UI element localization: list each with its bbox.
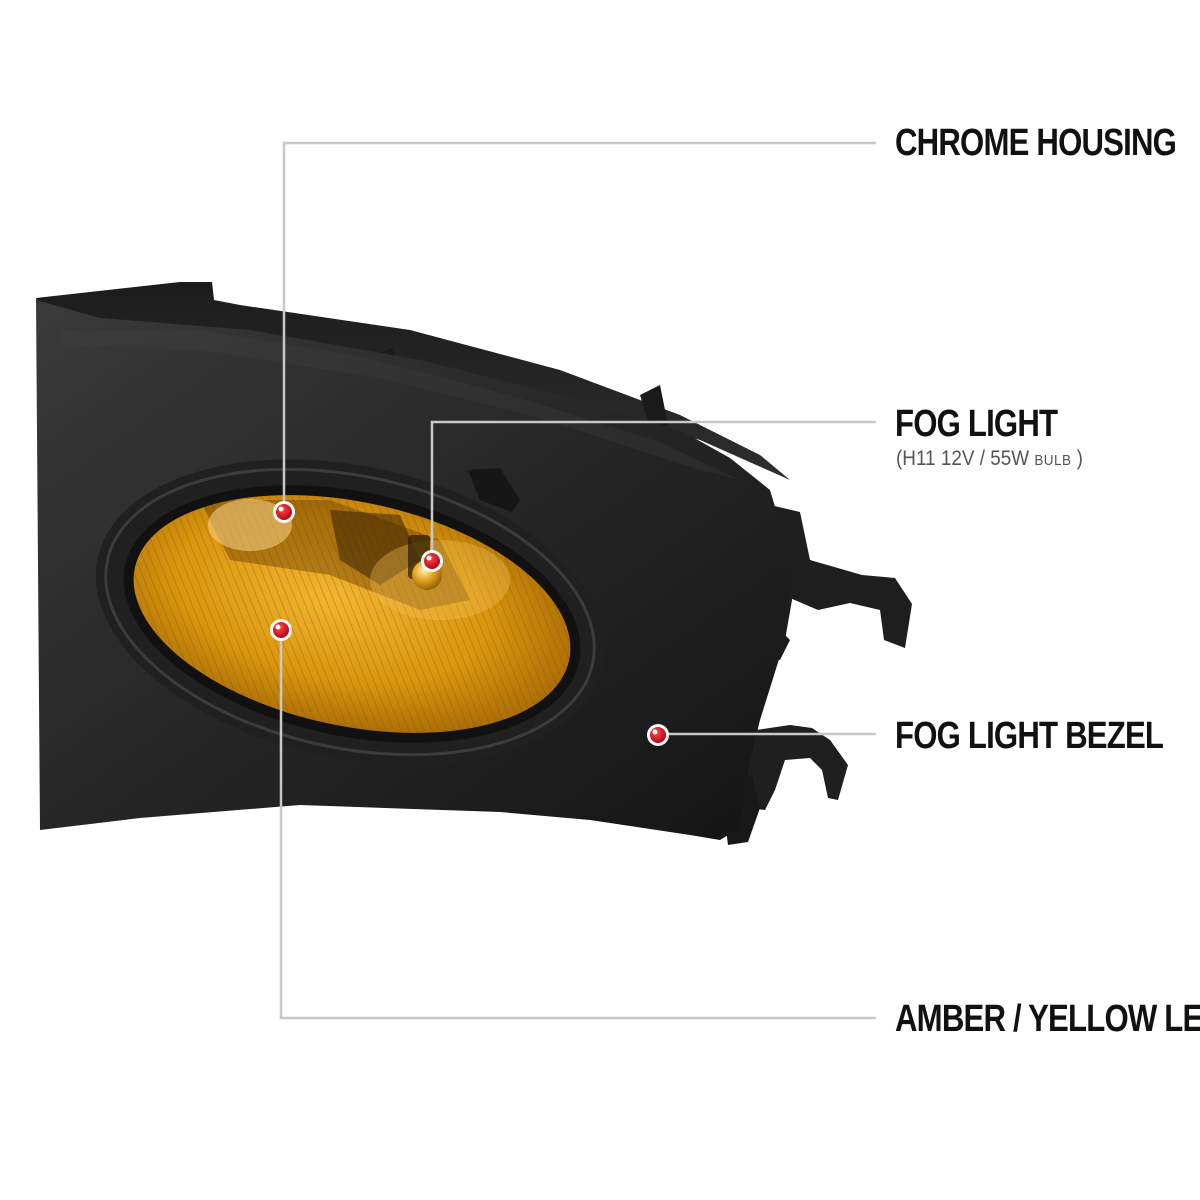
marker-fog-light: [421, 550, 443, 572]
marker-bezel: [647, 724, 669, 746]
fog-light-spec-main: H11 12V / 55W: [902, 447, 1030, 470]
fog-light-spec-small: BULB: [1034, 452, 1072, 469]
marker-lens: [270, 619, 292, 641]
leader-lines: [279, 141, 876, 1020]
label-fog-light: FOG LIGHT: [895, 403, 1058, 445]
amber-lens: [111, 480, 593, 760]
marker-dots: [270, 501, 669, 746]
label-amber-yellow-lens: AMBER / YELLOW LENS: [895, 998, 1200, 1040]
leader-lens: [279, 630, 876, 1020]
label-fog-light-bezel: FOG LIGHT BEZEL: [895, 715, 1164, 757]
label-chrome-housing: CHROME HOUSING: [895, 122, 1177, 164]
leader-chrome-housing: [282, 141, 876, 512]
fog-light-spec-paren-open: (: [896, 447, 903, 470]
fog-light-spec-paren-close: ): [1071, 447, 1083, 470]
marker-chrome-housing: [273, 501, 295, 523]
leader-fog-light: [430, 420, 876, 558]
fog-light-spec: (H11 12V / 55W BULB ): [896, 448, 1083, 469]
